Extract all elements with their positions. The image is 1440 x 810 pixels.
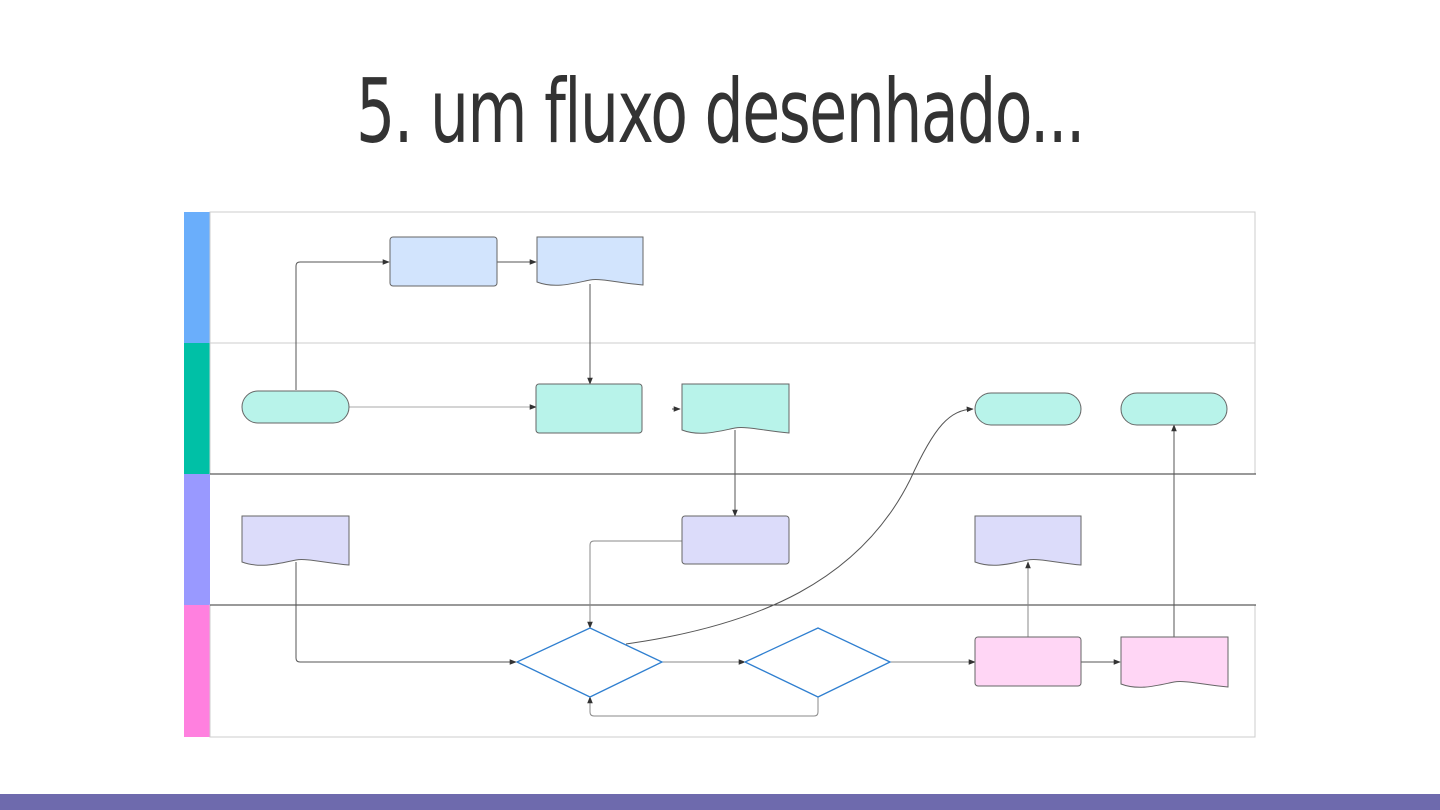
- lane-1-body: [209, 211, 1256, 344]
- lane-3-color-bar: [184, 474, 210, 605]
- process-box-4[interactable]: [974, 636, 1082, 687]
- lane-1: [184, 211, 1256, 344]
- decision-diamond-1[interactable]: [515, 627, 664, 698]
- lane-1-color-bar: [184, 212, 210, 343]
- connector-decision-1-to-end-1: [625, 406, 974, 645]
- connector-start-to-process-1: [295, 259, 390, 390]
- lane-3: [184, 474, 210, 605]
- connector-document-3-to-decision-1: [295, 562, 517, 665]
- process-box-1[interactable]: [389, 236, 498, 287]
- decision-diamond-2[interactable]: [743, 627, 892, 698]
- document-shape-5[interactable]: [1120, 636, 1229, 688]
- lane-4-color-bar: [184, 605, 210, 737]
- process-box-3[interactable]: [681, 515, 790, 565]
- slide-title: 5. um fluxo desenhado...: [356, 60, 1085, 163]
- document-shape-1[interactable]: [536, 236, 644, 286]
- document-shape-2[interactable]: [681, 383, 790, 434]
- document-shape-4[interactable]: [974, 515, 1082, 566]
- lane-2: [184, 342, 1256, 475]
- start-terminator[interactable]: [241, 390, 350, 424]
- lane-2-color-bar: [184, 343, 210, 474]
- connector-process-3-to-decision-1: [587, 540, 682, 629]
- connector-decision-2-loop-back: [587, 696, 819, 717]
- bottom-accent-bar: [0, 794, 1440, 810]
- process-box-2[interactable]: [535, 383, 643, 434]
- document-shape-3[interactable]: [241, 515, 350, 566]
- end-terminator-1[interactable]: [974, 392, 1082, 426]
- lane-4-body: [209, 604, 1256, 738]
- end-terminator-2[interactable]: [1120, 392, 1228, 426]
